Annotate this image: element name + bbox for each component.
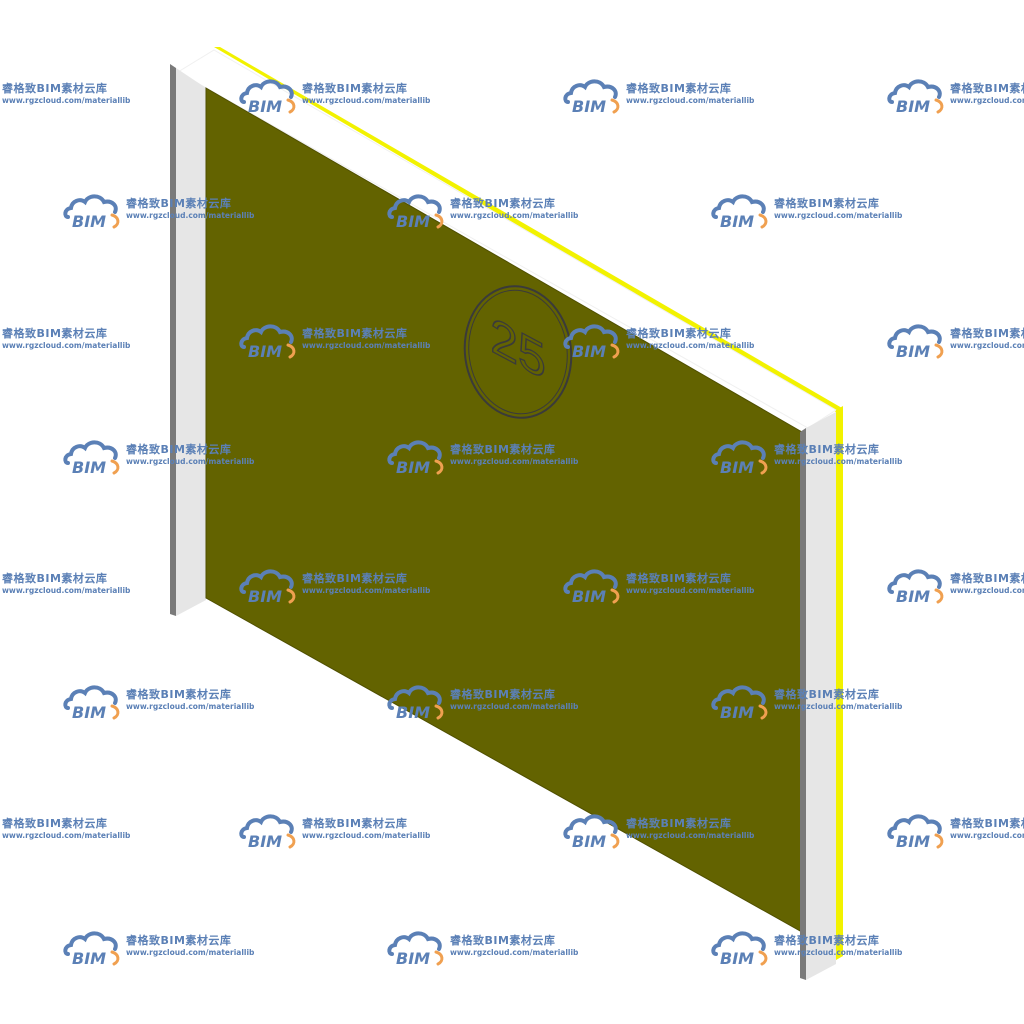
right-post-shadow xyxy=(800,428,806,980)
right-highlight-edge xyxy=(836,406,843,960)
right-post xyxy=(806,412,836,980)
left-post xyxy=(176,68,206,616)
left-post-shadow xyxy=(170,64,176,616)
top-highlight-edge xyxy=(214,47,842,412)
